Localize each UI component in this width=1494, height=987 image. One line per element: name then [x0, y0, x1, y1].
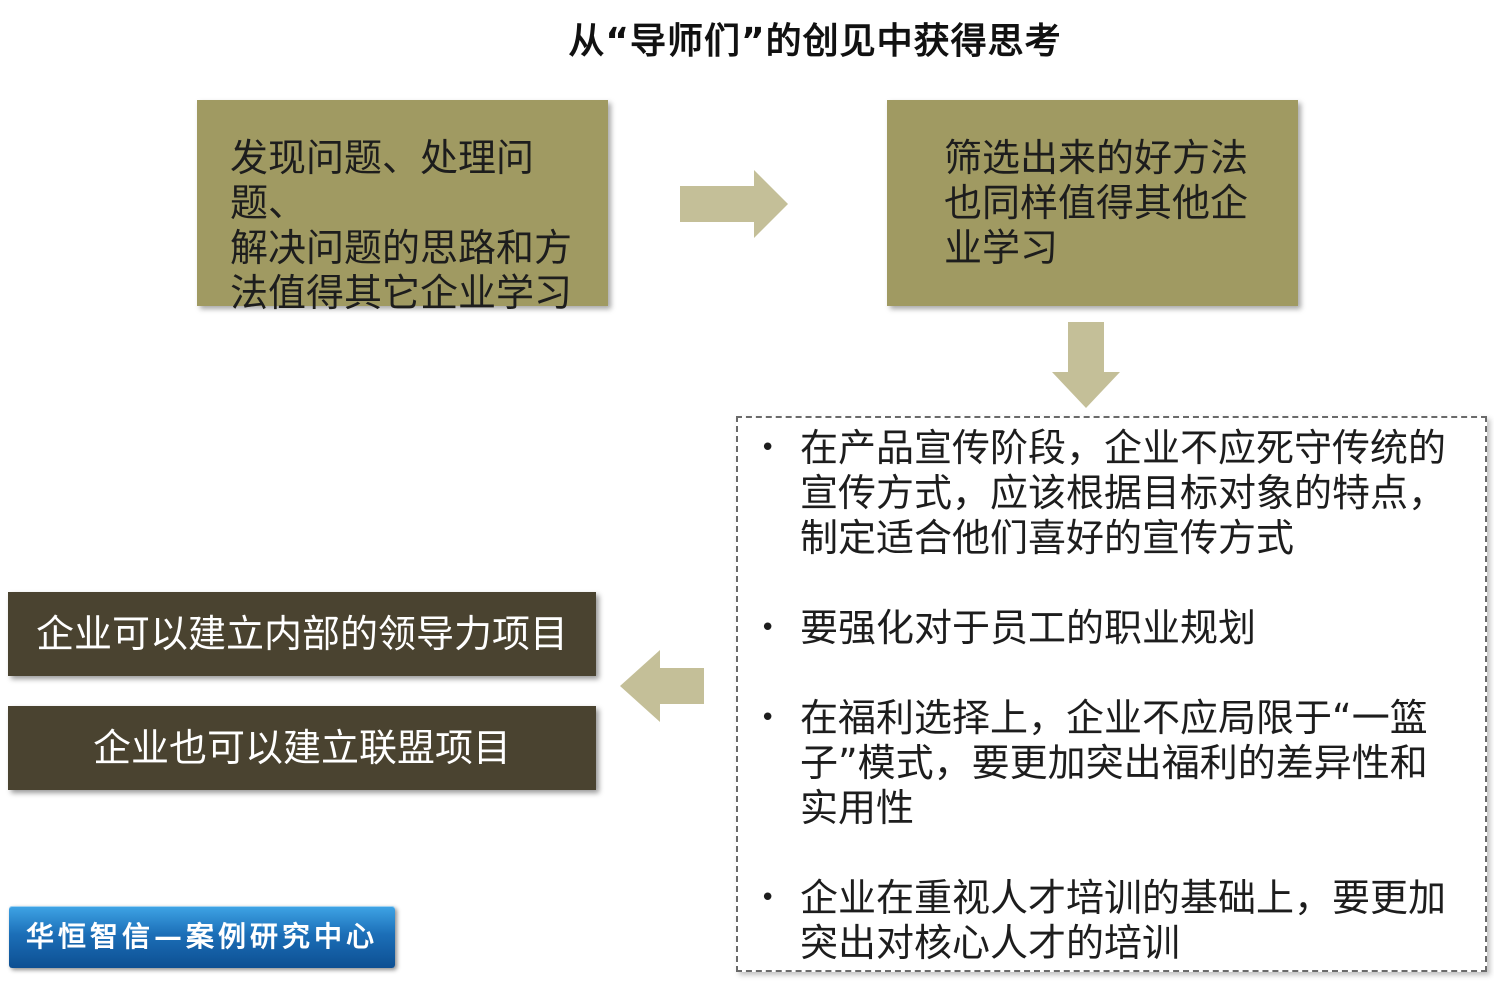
alliance-project-box: 企业也可以建立联盟项目: [8, 706, 596, 790]
list-item-text: 在福利选择上，企业不应局限于“一篮子”模式，要更加突出福利的差异性和实用性: [800, 696, 1428, 830]
leadership-project-box: 企业可以建立内部的领导力项目: [8, 592, 596, 676]
list-item: • 企业在重视人才培训的基础上，要更加突出对核心人才的培训: [750, 876, 1465, 966]
page-title: 从“导师们”的创见中获得思考: [568, 21, 1062, 62]
bullet-icon: •: [760, 703, 776, 733]
arrow-down-icon: [1052, 322, 1120, 408]
insight-box-good-methods: 筛选出来的好方法 也同样值得其他企 业学习: [887, 100, 1298, 306]
logo: 华恒智信—案例研究中心: [9, 906, 395, 968]
list-item: • 要强化对于员工的职业规划: [750, 606, 1465, 651]
list-item-text: 企业在重视人才培训的基础上，要更加突出对核心人才的培训: [800, 876, 1447, 965]
recommendations-box: • 在产品宣传阶段，企业不应死守传统的宣传方式，应该根据目标对象的特点，制定适合…: [736, 416, 1487, 972]
bullet-icon: •: [760, 613, 776, 643]
list-item: • 在福利选择上，企业不应局限于“一篮子”模式，要更加突出福利的差异性和实用性: [750, 696, 1465, 831]
list-item-text: 在产品宣传阶段，企业不应死守传统的宣传方式，应该根据目标对象的特点，制定适合他们…: [800, 426, 1447, 560]
bullet-icon: •: [760, 883, 776, 913]
insight-box-problem-solving: 发现问题、处理问题、 解决问题的思路和方 法值得其它企业学习: [197, 100, 608, 315]
list-item: • 在产品宣传阶段，企业不应死守传统的宣传方式，应该根据目标对象的特点，制定适合…: [750, 426, 1465, 561]
bullet-icon: •: [760, 433, 776, 463]
arrow-right-icon: [680, 170, 788, 238]
arrow-left-icon: [620, 650, 704, 722]
list-item-text: 要强化对于员工的职业规划: [800, 606, 1257, 650]
